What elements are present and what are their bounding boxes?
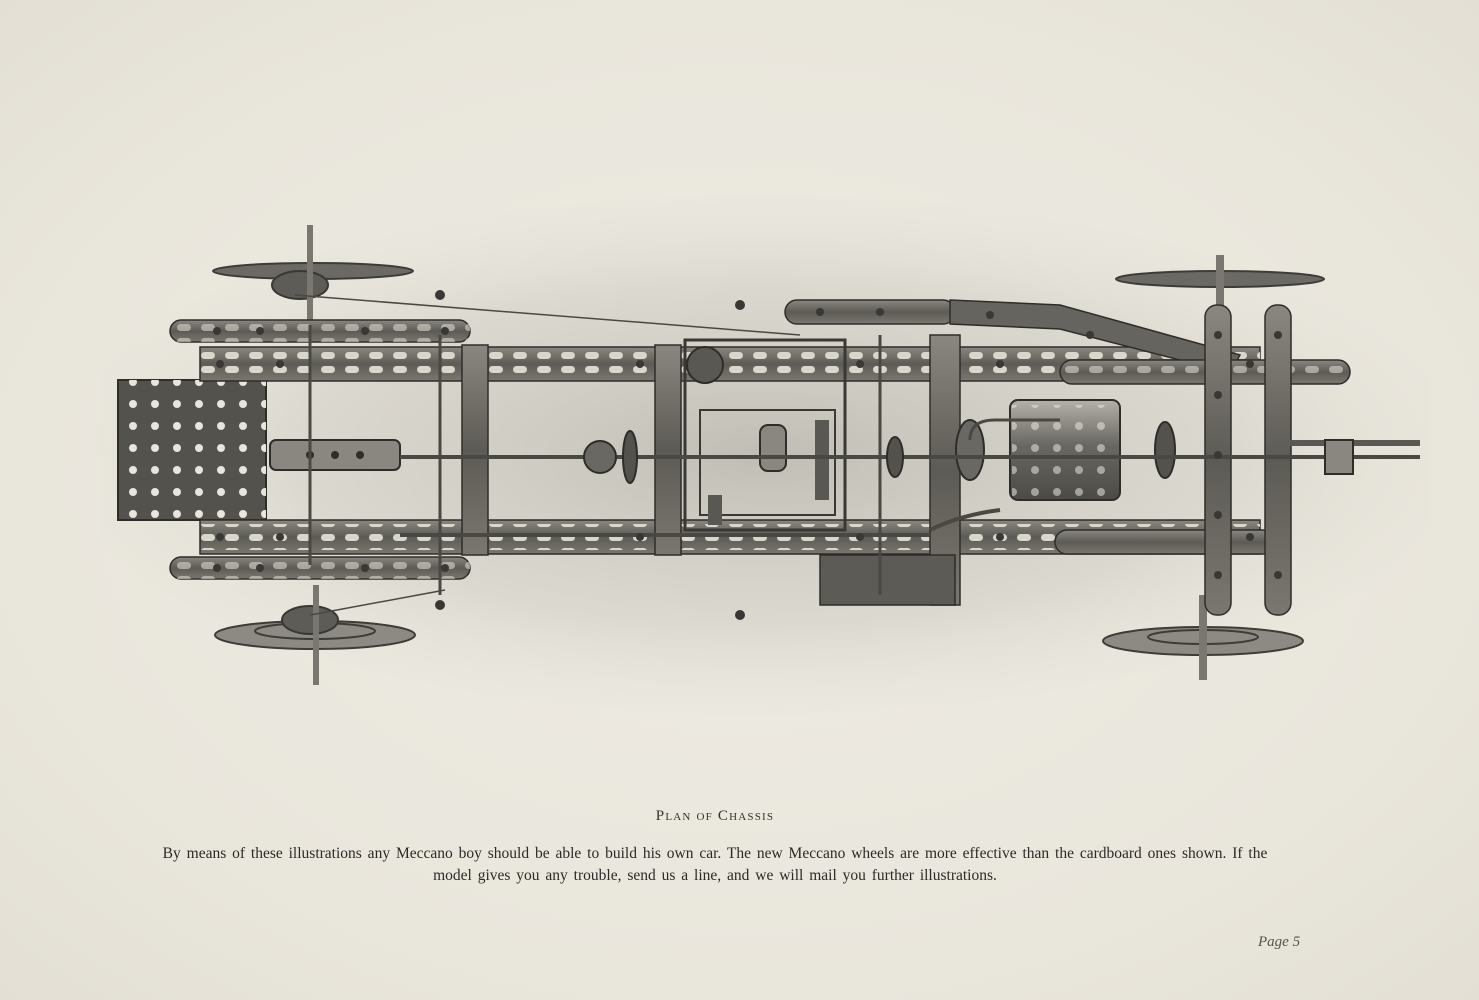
bolts: [213, 290, 1282, 620]
lower-left-wheel: [214, 585, 416, 685]
lower-bracket: [819, 554, 956, 606]
cross-member: [461, 344, 489, 556]
drive-shaft: [294, 294, 1420, 616]
rear-perforated-plate: [117, 379, 267, 521]
lower-right-wheel: [1102, 595, 1304, 680]
figure-caption-title: Plan of Chassis: [655, 808, 775, 824]
chassis-photograph: [100, 195, 1430, 735]
upper-right-wheel: [1115, 255, 1325, 315]
rear-bracket: [269, 439, 401, 471]
cross-member: [654, 344, 682, 556]
front-axle-strips: [1204, 304, 1420, 616]
gear-wheels: [583, 430, 1354, 484]
page-number: Page 5: [1258, 934, 1301, 950]
upper-left-wheel: [212, 225, 414, 335]
gearbox: [683, 338, 847, 532]
figure-caption-body: By means of these illustrations any Mecc…: [162, 845, 1268, 884]
chassis-illustration: [100, 195, 1430, 715]
